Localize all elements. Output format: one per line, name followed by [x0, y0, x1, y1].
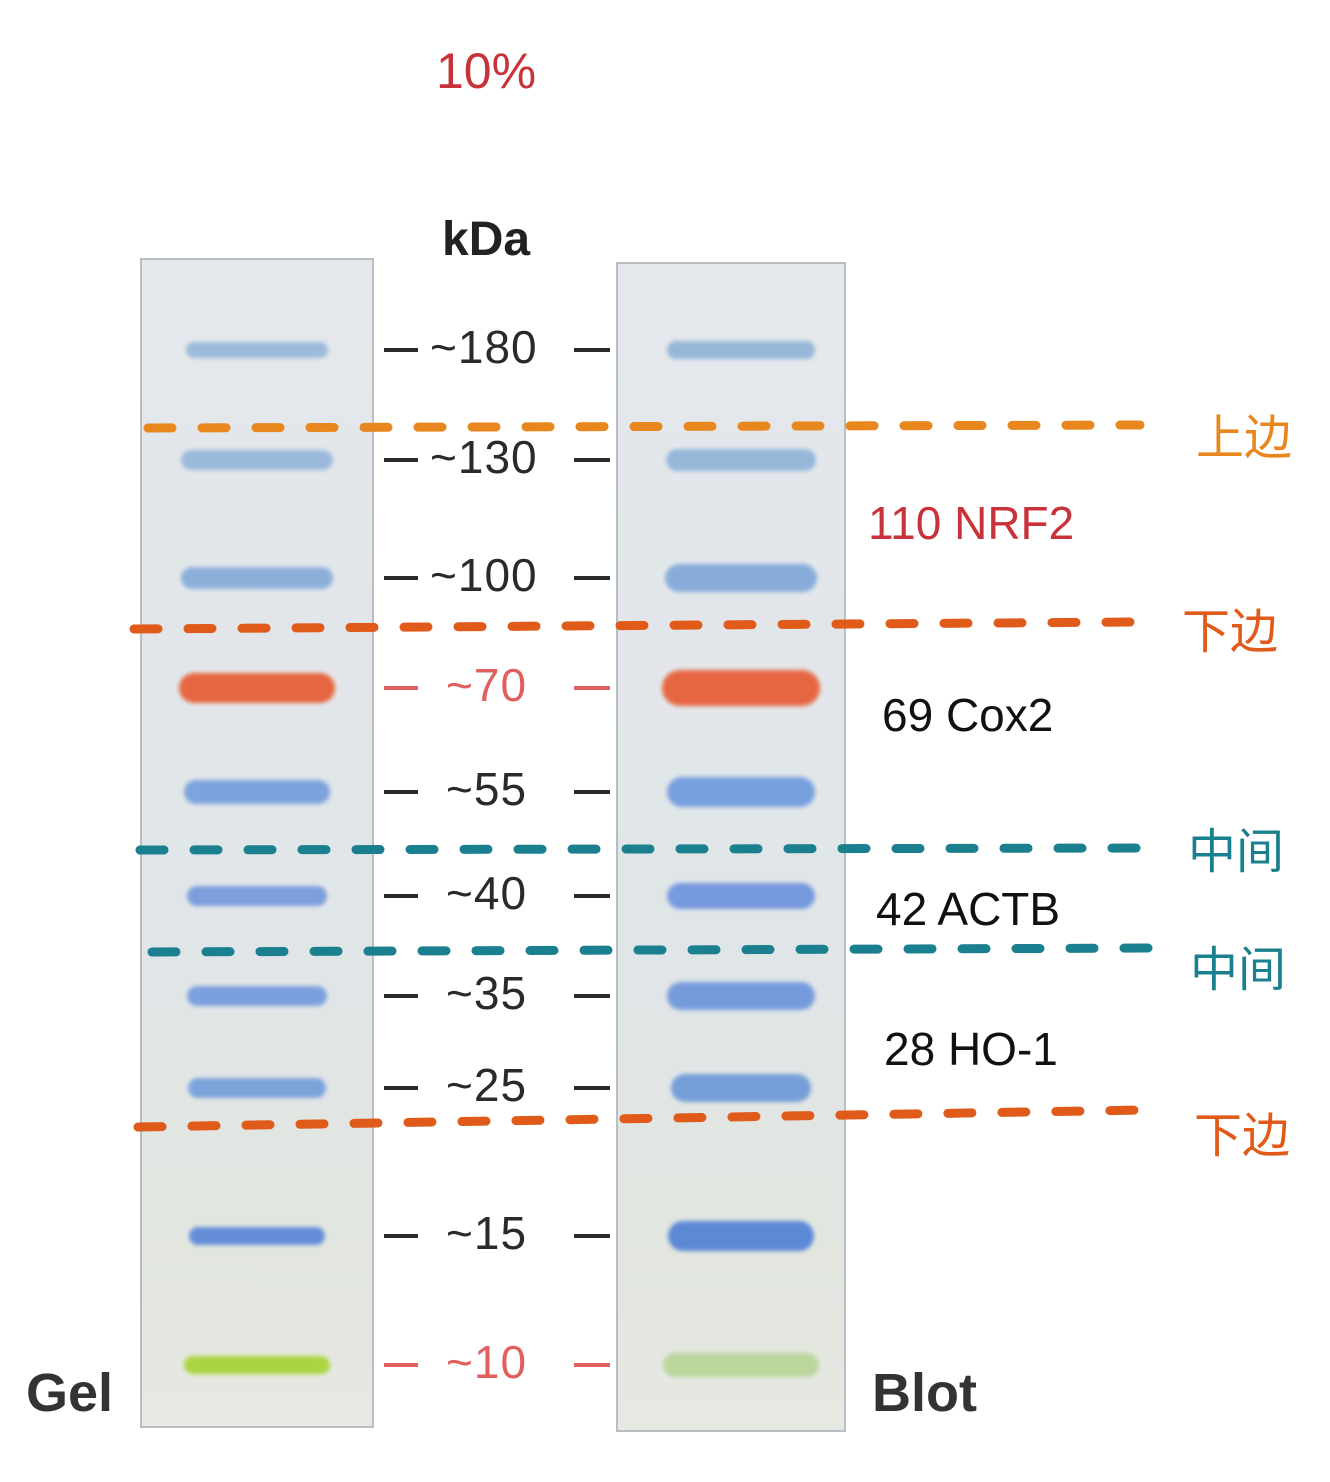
- blot-band: [662, 670, 820, 706]
- marker-tick: [384, 348, 418, 352]
- gel-band: [184, 780, 330, 804]
- blot-lane-label: Blot: [872, 1363, 977, 1423]
- target-annotation: 42 ACTB: [876, 883, 1061, 935]
- blot-band: [666, 449, 816, 471]
- marker-label: ~25: [446, 1059, 528, 1111]
- marker-tick: [574, 686, 610, 690]
- gel-band: [189, 1227, 325, 1245]
- gel-band: [187, 886, 327, 906]
- marker-tick: [574, 994, 610, 998]
- unit-label: kDa: [442, 213, 531, 266]
- gel-percentage: 10%: [436, 43, 537, 99]
- blot-band: [663, 1353, 819, 1377]
- marker-label: ~15: [446, 1207, 528, 1259]
- gel-band: [187, 986, 327, 1006]
- gel-band: [184, 1356, 330, 1374]
- marker-tick: [384, 686, 418, 690]
- blot-band: [667, 341, 815, 359]
- gel-band: [186, 342, 328, 358]
- marker-tick: [574, 1086, 610, 1090]
- marker-tick: [574, 458, 610, 462]
- cut-line: [135, 843, 1153, 855]
- blot-band: [667, 777, 815, 807]
- marker-tick: [574, 576, 610, 580]
- gel-band: [179, 673, 335, 703]
- cut-line-label: 上边: [1196, 412, 1293, 465]
- marker-tick: [384, 894, 418, 898]
- marker-label: ~40: [446, 867, 528, 919]
- marker-tick: [574, 1363, 610, 1367]
- cut-line-label: 下边: [1182, 606, 1279, 659]
- cut-line: [129, 617, 1139, 634]
- marker-tick: [384, 576, 418, 580]
- marker-label: ~35: [446, 967, 528, 1019]
- marker-tick: [574, 348, 610, 352]
- gel-band: [188, 1078, 326, 1098]
- marker-label: ~130: [430, 431, 538, 483]
- gel-lane-label: Gel: [26, 1363, 114, 1423]
- blot-band: [667, 982, 815, 1010]
- marker-tick: [384, 1086, 418, 1090]
- marker-label: ~55: [446, 763, 528, 815]
- marker-label: ~180: [430, 321, 538, 373]
- target-annotation: 69 Cox2: [882, 689, 1054, 741]
- blot-band: [667, 883, 815, 909]
- marker-tick: [384, 458, 418, 462]
- marker-label: ~70: [446, 659, 528, 711]
- cut-line-label: 中间: [1188, 826, 1285, 879]
- marker-tick: [574, 894, 610, 898]
- gel-band: [181, 450, 333, 470]
- marker-tick: [384, 1234, 418, 1238]
- marker-tick: [384, 1363, 418, 1367]
- cut-line: [143, 420, 1145, 433]
- cut-line: [147, 943, 1155, 957]
- marker-label: ~100: [430, 549, 538, 601]
- target-annotation: 110 NRF2: [868, 497, 1075, 549]
- gel-band: [181, 567, 333, 589]
- cut-line-label: 中间: [1190, 944, 1287, 997]
- blot-band: [665, 564, 817, 592]
- cut-line: [133, 1105, 1149, 1132]
- marker-tick: [574, 1234, 610, 1238]
- marker-tick: [384, 994, 418, 998]
- blot-band: [668, 1221, 814, 1251]
- cut-line-label: 下边: [1194, 1110, 1291, 1163]
- marker-tick: [574, 790, 610, 794]
- marker-label: ~10: [446, 1336, 528, 1388]
- marker-tick: [384, 790, 418, 794]
- blot-band: [671, 1074, 811, 1102]
- target-annotation: 28 HO-1: [884, 1023, 1058, 1075]
